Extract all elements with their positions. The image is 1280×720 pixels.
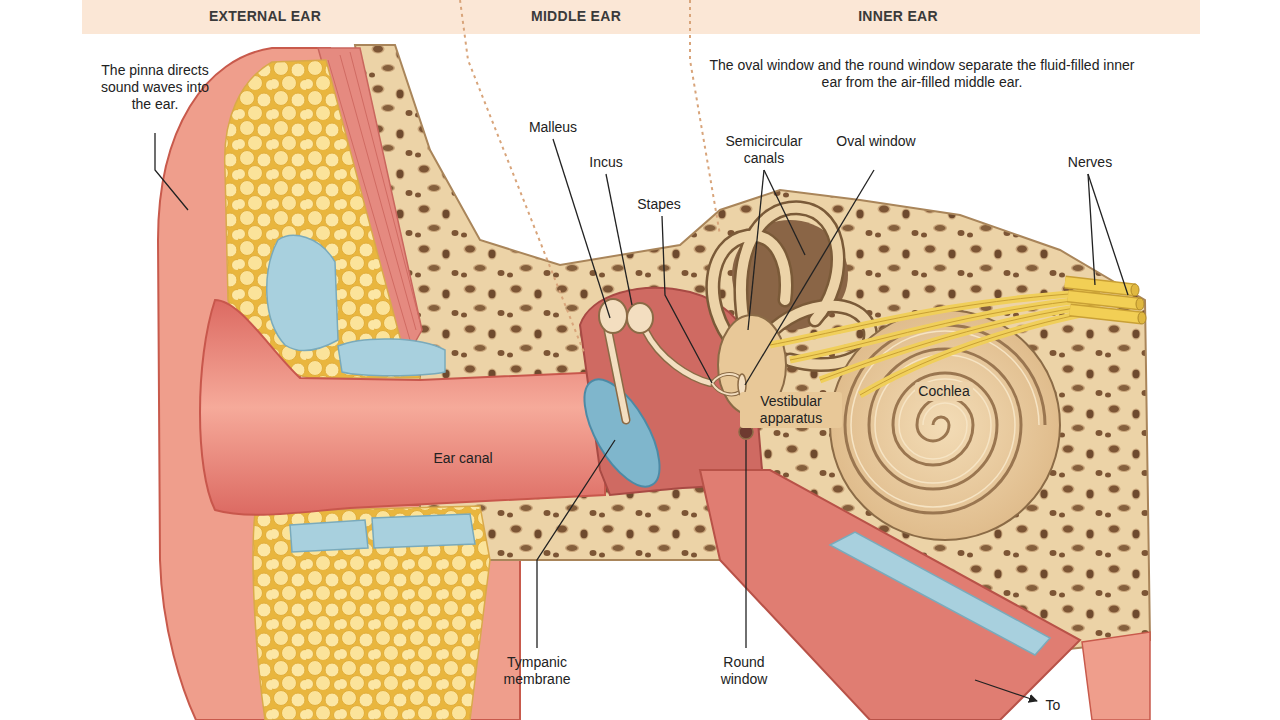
section-header: MIDDLE EAR	[531, 8, 621, 25]
part-label: Malleus	[529, 119, 577, 136]
cartilage	[338, 339, 445, 376]
direction-arrow	[975, 680, 1037, 701]
section-header: INNER EAR	[858, 8, 938, 25]
section-header: EXTERNAL EAR	[209, 8, 321, 25]
part-label: Round window	[706, 654, 782, 688]
part-label: Ear canal	[433, 450, 492, 467]
malleus	[608, 330, 626, 420]
stapes	[712, 374, 740, 394]
incus	[645, 330, 710, 383]
cartilage	[830, 532, 1050, 655]
cartilage	[267, 235, 338, 350]
part-label: Semicircular canals	[708, 133, 820, 167]
incus	[645, 330, 710, 383]
incus	[627, 303, 653, 333]
section-divider	[690, 0, 720, 235]
part-label: Nerves	[1068, 154, 1112, 171]
cartilage	[372, 514, 475, 548]
part-label: To	[1046, 697, 1061, 714]
malleus	[608, 330, 626, 420]
part-label: Incus	[589, 154, 622, 171]
section-divider	[460, 0, 585, 355]
note-text: The pinna directs sound waves into the e…	[94, 62, 216, 113]
part-label: Vestibular apparatus	[740, 392, 842, 428]
note-text: The oval window and the round window sep…	[710, 57, 1135, 91]
header-band	[82, 0, 1200, 34]
nerve-bundle	[1065, 282, 1146, 324]
ear-canal	[200, 300, 605, 515]
nerves	[770, 292, 1100, 395]
part-label: Stapes	[637, 196, 681, 213]
leader-lines	[155, 133, 1128, 648]
cartilage	[290, 520, 368, 552]
part-label: Cochlea	[915, 382, 972, 401]
fat-tissue	[253, 506, 490, 720]
malleus	[599, 299, 627, 333]
part-label: Oval window	[835, 133, 917, 150]
part-label: Tympanic membrane	[485, 654, 589, 688]
soft-tissue	[1082, 632, 1150, 720]
stapes	[712, 374, 740, 394]
